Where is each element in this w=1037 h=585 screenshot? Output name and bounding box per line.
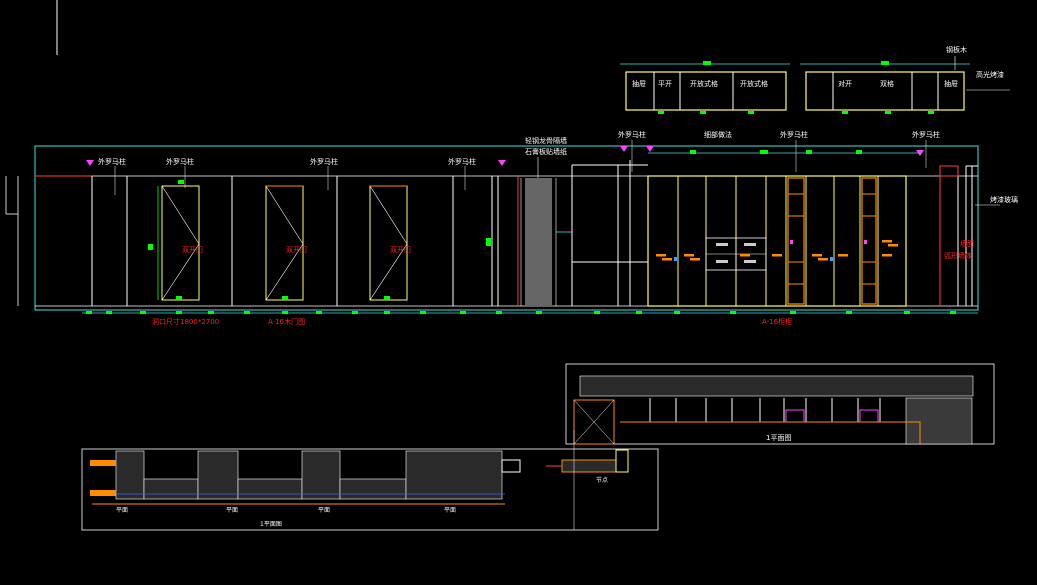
cab1-cell-3: 开放式格 bbox=[690, 79, 718, 88]
cab2-cell-3: 抽屉 bbox=[944, 79, 958, 88]
cab1-cell-4: 开放式格 bbox=[740, 79, 768, 88]
cab2-cell-1: 对开 bbox=[838, 79, 852, 88]
top-note-6: 外罗马柱 bbox=[780, 130, 808, 139]
dims-mid-red: A-16木门图 bbox=[268, 317, 305, 326]
top-note-1: 外罗马柱 bbox=[98, 157, 126, 166]
main-elevation: 双开门 双开门 双开门 轻钢龙骨隔墙 石膏板贴墙纸 bbox=[5, 130, 1018, 311]
red-label-far-1: 弧形墙体 bbox=[944, 251, 972, 260]
side-note-right: 高光烤漆 bbox=[976, 70, 1004, 79]
top-note-8: 细部做法 bbox=[704, 130, 732, 139]
plan-bottom-tag-4: 平面 bbox=[444, 507, 456, 514]
plan-right-label: 1平面图 bbox=[766, 434, 791, 442]
red-label-right: 双开门 bbox=[390, 245, 411, 254]
cabinet-detail-2: 对开 双格 抽屉 钢板木 高光烤漆 bbox=[800, 45, 1010, 114]
dimension-chain: 洞口尺寸1800*2700 A-16木门图 A-16柜柜 bbox=[82, 311, 978, 326]
cab1-cell-1: 抽屉 bbox=[632, 79, 646, 88]
plan-bottom-tag-3: 平面 bbox=[318, 507, 330, 514]
plan-view-bottom: 平面 平面 平面 平面 节点 1平面图 bbox=[81, 430, 659, 531]
plan-view-right: 1平面图 bbox=[565, 363, 995, 445]
top-note-2: 外罗马柱 bbox=[166, 157, 194, 166]
top-note-7: 外罗马柱 bbox=[912, 130, 940, 139]
material-note: 钢板木 bbox=[946, 45, 967, 54]
red-label-mid: 双开门 bbox=[286, 245, 307, 254]
plan-bottom-label: 1平面图 bbox=[260, 521, 282, 528]
gray-note-line1: 轻钢龙骨隔墙 bbox=[525, 136, 567, 145]
red-label-left: 双开门 bbox=[182, 245, 203, 254]
top-note-3: 外罗马柱 bbox=[310, 157, 338, 166]
cabinet-detail-1: 抽屉 平开 开放式格 开放式格 bbox=[620, 61, 790, 114]
cab2-cell-2: 双格 bbox=[880, 79, 894, 88]
cab1-cell-2: 平开 bbox=[658, 80, 672, 88]
gray-note-line2: 石膏板贴墙纸 bbox=[525, 147, 567, 156]
dims-left-red: 洞口尺寸1800*2700 bbox=[152, 317, 219, 326]
plan-bottom-tag-2: 平面 bbox=[226, 507, 238, 514]
plan-bottom-tag-1: 平面 bbox=[116, 507, 128, 514]
top-note-4: 外罗马柱 bbox=[448, 157, 476, 166]
red-label-far-2: 墙面 bbox=[960, 239, 974, 248]
top-note-5: 外罗马柱 bbox=[618, 130, 646, 139]
plan-small-tag: 节点 bbox=[596, 476, 608, 484]
dims-right-red: A-16柜柜 bbox=[762, 317, 792, 326]
callout-right: 烤漆玻璃 bbox=[990, 195, 1018, 204]
